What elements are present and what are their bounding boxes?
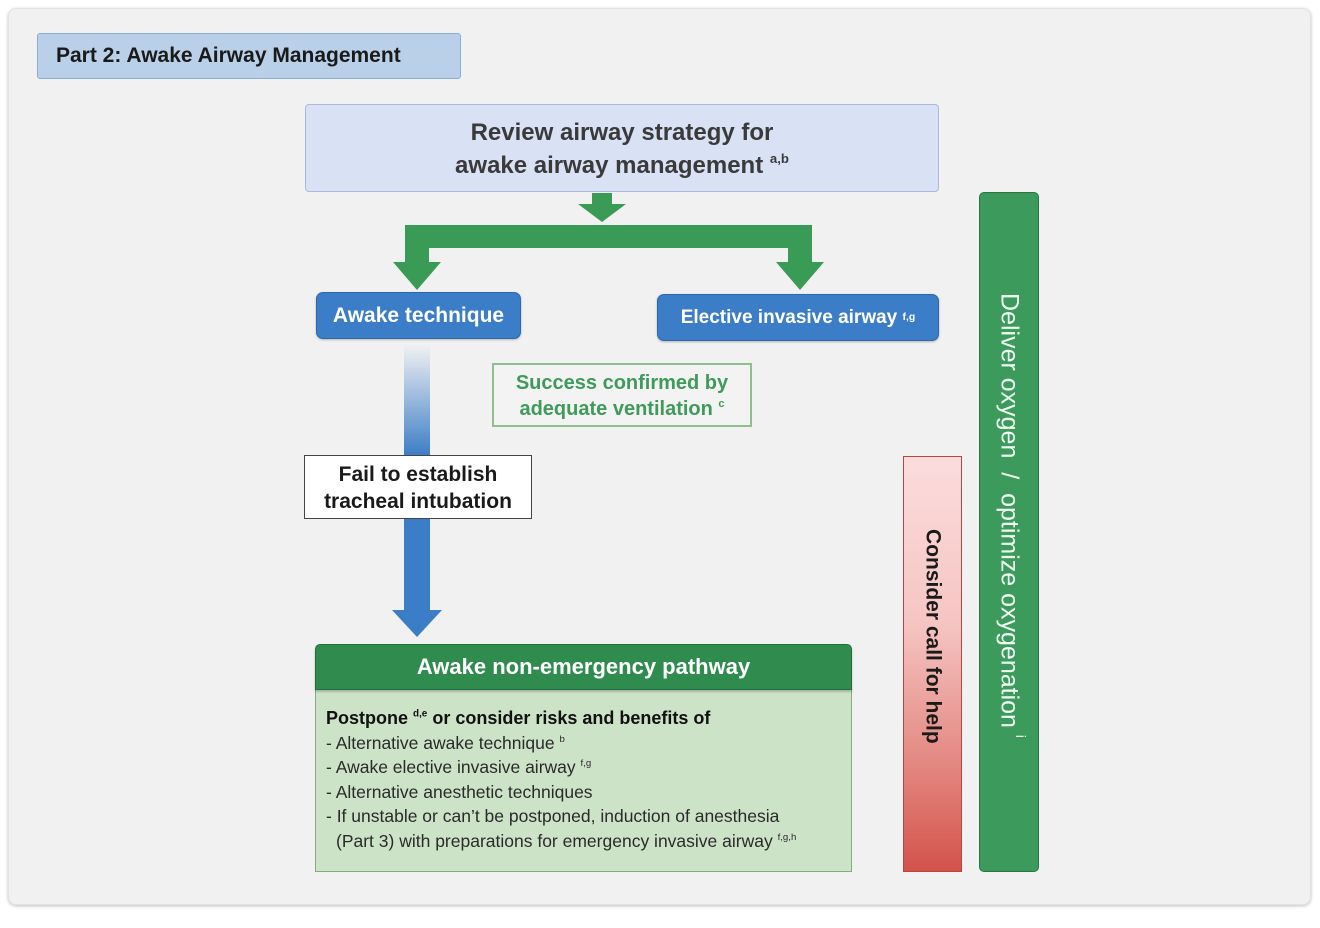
pathway-item: - Awake elective invasive airway f,g — [326, 755, 851, 780]
call-for-help-label: Consider call for help — [921, 529, 945, 744]
elective-invasive-label: Elective invasive airway — [680, 306, 898, 328]
pathway-title: Awake non-emergency pathway — [416, 654, 751, 679]
pathway-item-continuation: (Part 3) with preparations for emergency… — [326, 829, 851, 854]
elective-invasive-airway-box: Elective invasive airway f,g — [657, 294, 939, 341]
awake-fade-shaft — [404, 345, 430, 456]
success-line-1: Success confirmed by — [515, 372, 729, 394]
pathway-lead-before: Postpone — [326, 708, 409, 728]
awake-technique-label: Awake technique — [332, 303, 505, 327]
pathway-header: Awake non-emergency pathway — [315, 644, 852, 690]
review-line-1: Review airway strategy for — [470, 119, 774, 146]
deliver-oxygen-text: Deliver oxygen / optimize oxygenation — [995, 293, 1024, 728]
pathway-item-refs: f,g — [580, 757, 592, 769]
review-strategy-box: Review airway strategy for awake airway … — [305, 104, 939, 192]
fail-line-1: Fail to establish — [338, 463, 498, 486]
review-line-2: awake airway management a,b — [306, 149, 938, 182]
pathway-item-text: - If unstable or can’t be postponed, ind… — [326, 806, 780, 826]
pathway-item: - Alternative awake technique b — [326, 731, 851, 756]
pathway-item-text: - Alternative anesthetic techniques — [326, 781, 593, 802]
pathway-lead: Postpone d,e or consider risks and benef… — [326, 706, 851, 731]
success-confirmed-box: Success confirmed by adequate ventilatio… — [492, 363, 752, 427]
success-line-2-text: adequate ventilation — [519, 398, 713, 420]
fail-intubation-box: Fail to establish tracheal intubation — [304, 455, 532, 519]
deliver-oxygen-refs: i — [1012, 734, 1028, 738]
fail-down-arrow — [392, 519, 442, 637]
part-title: Part 2: Awake Airway Management — [37, 33, 461, 79]
review-down-arrow — [578, 193, 626, 222]
review-line-2-text: awake airway management — [455, 152, 764, 179]
pathway-item: - If unstable or can’t be postponed, ind… — [326, 804, 851, 829]
pathway-lead-after: or consider risks and benefits of — [432, 708, 711, 728]
part-title-text: Part 2: Awake Airway Management — [56, 44, 401, 67]
branch-connector — [393, 225, 824, 290]
success-refs: c — [718, 397, 725, 410]
fail-line-2: tracheal intubation — [324, 490, 512, 513]
pathway-item-refs: b — [559, 733, 565, 745]
call-for-help-bar: Consider call for help — [903, 456, 962, 872]
deliver-oxygen-bar: Deliver oxygen / optimize oxygenation i — [979, 192, 1039, 872]
pathway-item-text: - Awake elective invasive airway — [326, 757, 576, 777]
review-refs: a,b — [769, 151, 789, 167]
pathway-body: Postpone d,e or consider risks and benef… — [315, 688, 852, 872]
pathway-item: - Alternative anesthetic techniques — [326, 780, 851, 805]
deliver-oxygen-label: Deliver oxygen / optimize oxygenation i — [995, 293, 1028, 738]
pathway-item-text: - Alternative awake technique — [326, 732, 555, 753]
success-line-2: adequate ventilation c — [494, 396, 750, 422]
pathway-lead-refs: d,e — [413, 708, 428, 720]
pathway-continuation-refs: f,g,h — [777, 831, 797, 843]
awake-technique-box: Awake technique — [316, 292, 521, 339]
pathway-continuation-text: (Part 3) with preparations for emergency… — [336, 830, 773, 851]
